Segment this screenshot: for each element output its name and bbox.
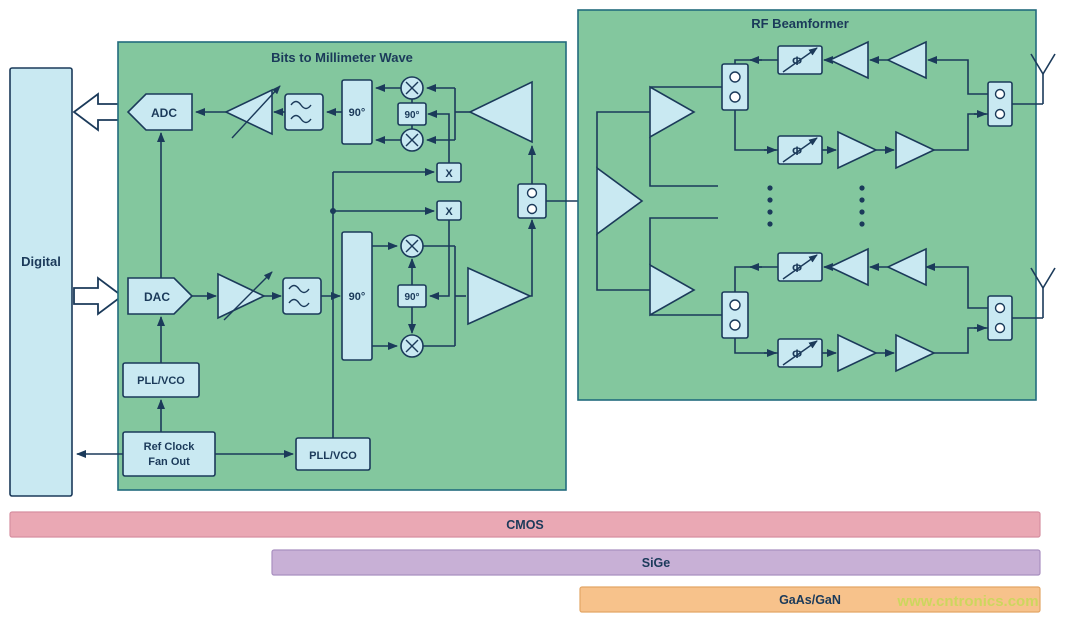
bus-arrows	[72, 92, 124, 316]
tx-lo-quad-box: 90°	[397, 284, 427, 308]
tx-gain-amp-icon	[895, 333, 936, 373]
tx-gain-amp-icon	[895, 130, 936, 170]
technology-bars: CMOS SiGe GaAs/GaN	[9, 511, 1041, 613]
pll1-label: PLL/VCO	[137, 375, 185, 387]
junction-dot	[330, 208, 336, 214]
antenna-icon	[1030, 267, 1056, 318]
rx-mixer-icon	[400, 128, 424, 152]
phase-label: Φ	[792, 347, 802, 361]
tx-mixer-icon	[400, 334, 424, 358]
dac-shape	[127, 277, 194, 315]
phase-shifter-icon: Φ	[777, 252, 823, 282]
rx-quad-label: 90°	[349, 107, 366, 119]
rx-quad-box: 90°	[341, 79, 373, 145]
tx-quad-box: 90°	[341, 231, 373, 361]
sige-bar-label: SiGe	[642, 556, 671, 570]
rf-beamformer-box	[577, 9, 1037, 401]
channel-switch-icon	[721, 291, 749, 339]
channel-1: Φ Φ	[721, 40, 1056, 170]
cmos-bar-rect	[9, 511, 1041, 538]
adc-to-digital-arrow	[72, 92, 123, 132]
rx-vga-icon	[224, 85, 281, 139]
phase-label: Φ	[792, 144, 802, 158]
tx-amp-icon	[467, 266, 532, 326]
cmos-bar: CMOS	[9, 511, 1041, 538]
tx-gain-amp-icon	[837, 130, 878, 170]
rx-mixer-icon	[400, 76, 424, 100]
tx-mixer-icon	[400, 234, 424, 258]
more-channels-dots	[767, 185, 865, 227]
phase-label: Φ	[792, 261, 802, 275]
rx-gain-amp-icon	[886, 40, 927, 80]
pll-vco-1-box: PLL/VCO	[122, 362, 200, 398]
multiplier-x1-box: X	[436, 162, 462, 183]
refclock-label-line1: Ref Clock	[144, 441, 196, 453]
antenna-icon	[1030, 53, 1056, 104]
rx-gain-amp-icon	[886, 247, 927, 287]
tx-mult-label: X	[445, 206, 453, 218]
box1-wiring	[76, 84, 597, 458]
ref-clock-box: Ref Clock Fan Out	[122, 431, 216, 477]
rx-lo-quad-label: 90°	[404, 110, 419, 121]
trx-switch-icon	[517, 183, 547, 219]
splitter-wedge-icon	[649, 263, 696, 317]
dac-block: DAC	[127, 277, 194, 315]
tx-filter-icon	[282, 277, 322, 315]
multiplier-x2-box: X	[436, 200, 462, 221]
tx-gain-amp-icon	[837, 333, 878, 373]
digital-box	[9, 67, 73, 497]
antenna-switch-icon	[987, 81, 1013, 127]
rx-gain-amp-icon	[828, 247, 869, 287]
digital-block: Digital	[9, 67, 73, 497]
digital-label: Digital	[21, 254, 61, 269]
gaas-gan-bar: GaAs/GaN	[579, 586, 1041, 613]
rx-lo-quad-box: 90°	[397, 102, 427, 126]
splitter-wedge-icon	[596, 166, 644, 236]
rf-beamformer-block: RF Beamformer	[577, 9, 1056, 401]
rx-amp-icon	[468, 80, 533, 144]
phase-shifter-icon: Φ	[777, 338, 823, 368]
cmos-bar-label: CMOS	[506, 518, 544, 532]
watermark-text: www.cntronics.com	[896, 593, 1038, 610]
adc-label: ADC	[151, 106, 177, 120]
channel-switch-icon	[721, 63, 749, 111]
phase-shifter-icon: Φ	[777, 135, 823, 165]
adc-block: ADC	[126, 93, 193, 131]
rx-filter-icon	[284, 93, 324, 131]
sige-bar-rect	[271, 549, 1041, 576]
pll2-label: PLL/VCO	[309, 450, 357, 462]
tx-lo-quad-label: 90°	[404, 292, 419, 303]
rx-gain-amp-icon	[828, 40, 869, 80]
gaas-gan-bar-label: GaAs/GaN	[779, 593, 841, 607]
digital-to-dac-arrow	[73, 276, 124, 316]
gaas-gan-bar-rect	[579, 586, 1041, 613]
splitter-wedge-icon	[649, 85, 696, 139]
sige-bar: SiGe	[271, 549, 1041, 576]
refclock-label-line2: Fan Out	[148, 456, 190, 468]
bits-to-mmwave-title: Bits to Millimeter Wave	[271, 50, 413, 65]
bits-to-mmwave-block: Bits to Millimeter Wave	[76, 41, 597, 491]
tx-vga-icon	[217, 271, 273, 321]
phase-shifter-icon: Φ	[777, 45, 823, 75]
phase-label: Φ	[792, 54, 802, 68]
channel-n: Φ Φ	[721, 247, 1056, 373]
dac-label: DAC	[144, 290, 170, 304]
rx-mult-label: X	[445, 168, 453, 180]
pll-vco-2-box: PLL/VCO	[295, 437, 371, 471]
tx-quad-label: 90°	[349, 291, 366, 303]
rf-beamformer-title: RF Beamformer	[751, 16, 849, 31]
adc-shape	[126, 93, 193, 131]
antenna-switch-icon	[987, 295, 1013, 341]
